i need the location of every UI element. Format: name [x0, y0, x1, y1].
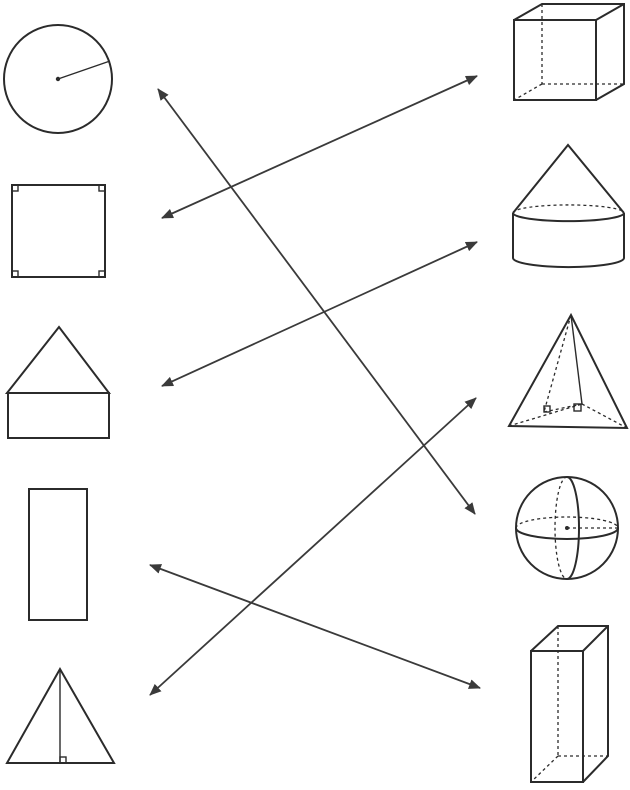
- triangular-pyramid-icon: [507, 312, 629, 430]
- square-net-icon: [11, 184, 106, 278]
- arrow-square-to-cube: [161, 75, 478, 219]
- arrow-triangle-to-pyramid: [149, 397, 477, 696]
- arrow-circle-to-sphere: [157, 88, 476, 515]
- triangle-on-rectangle-icon: [4, 325, 112, 439]
- arrow-rectangle-to-prism: [149, 564, 481, 689]
- triangle-with-height-icon: [5, 666, 116, 764]
- arrow-pentagon-to-cone-cylinder: [161, 241, 478, 387]
- sphere-icon: [515, 476, 619, 580]
- circle-net-icon: [3, 24, 113, 134]
- tall-rectangle-icon: [28, 488, 88, 621]
- cube-icon: [513, 3, 625, 101]
- cone-on-cylinder-icon: [512, 143, 625, 269]
- rectangular-prism-icon: [530, 625, 609, 783]
